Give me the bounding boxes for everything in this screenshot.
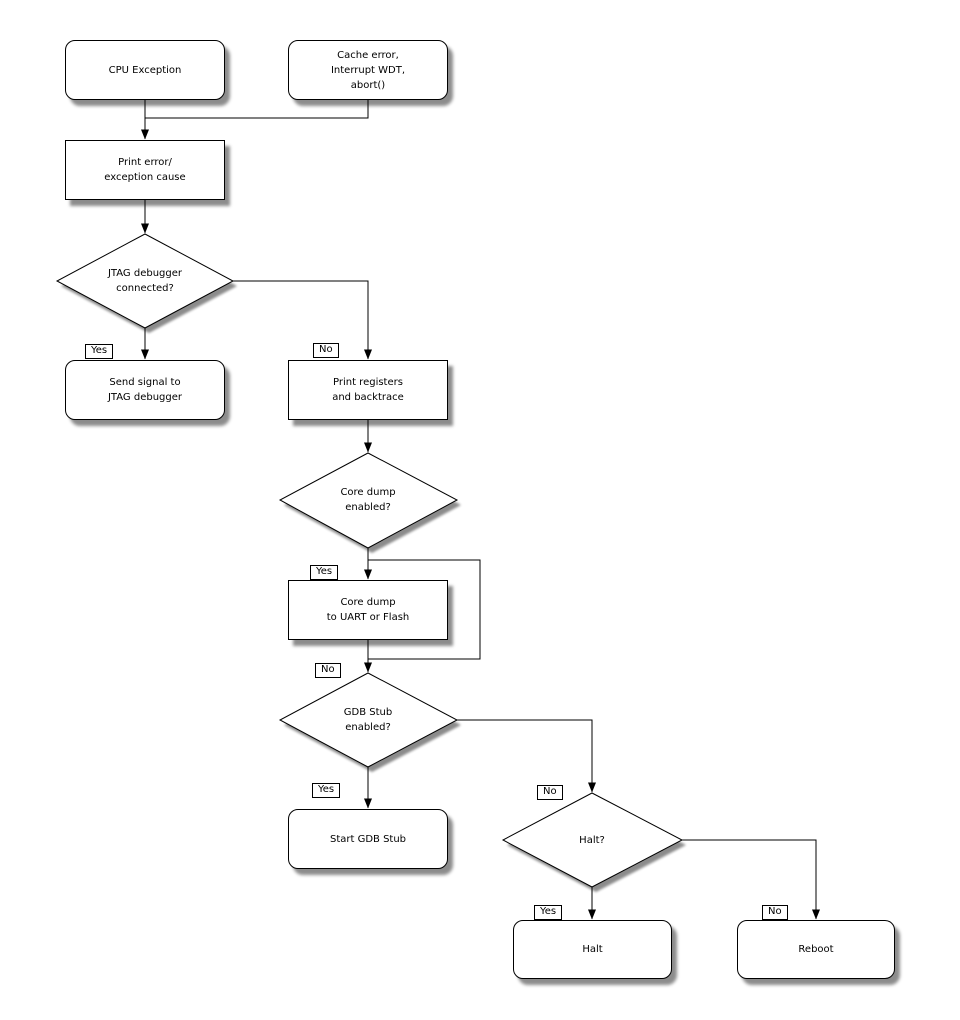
edge-gdb-no-to-halt-decision [457, 719, 596, 793]
edge-label-jtag-yes: Yes [85, 344, 114, 359]
node-print-registers-label: Print registers and backtrace [332, 377, 404, 403]
node-start-gdb-stub: Start GDB Stub [288, 809, 448, 869]
edge-label-gdb-yes: Yes [312, 783, 341, 798]
edge-label-gdb-no: No [537, 785, 563, 800]
edge-label-halt-no: No [762, 905, 788, 920]
node-halt: Halt [513, 920, 672, 979]
node-print-error-label: Print error/ exception cause [104, 157, 186, 183]
node-cache-error-label: Cache error, Interrupt WDT, abort() [330, 49, 406, 91]
node-cpu-exception: CPU Exception [65, 40, 225, 100]
decision-core-dump-enabled-shape [278, 452, 459, 549]
decision-gdb-stub-enabled-shape [278, 672, 459, 768]
node-print-error: Print error/ exception cause [65, 140, 225, 200]
node-halt-label: Halt [582, 944, 603, 955]
decision-jtag-connected-shape [55, 233, 235, 329]
node-reboot: Reboot [737, 920, 895, 979]
edge-jtag-no-to-print-registers [233, 280, 372, 360]
node-print-registers: Print registers and backtrace [288, 360, 448, 420]
node-cpu-exception-label: CPU Exception [108, 64, 182, 76]
node-send-signal: Send signal to JTAG debugger [65, 360, 225, 420]
edge-halt-no-to-reboot [682, 839, 820, 920]
edge-label-jtag-no: No [313, 343, 339, 358]
node-cache-error: Cache error, Interrupt WDT, abort() [288, 40, 448, 100]
edge-core-dump-no-bypass [368, 559, 481, 660]
edge-cache-error-merge [145, 100, 369, 119]
node-core-dump: Core dump to UART or Flash [288, 580, 448, 640]
node-start-gdb-stub-label: Start GDB Stub [329, 833, 407, 845]
edge-label-halt-yes: Yes [534, 905, 563, 920]
node-send-signal-label: Send signal to JTAG debugger [107, 377, 183, 403]
node-reboot-label: Reboot [798, 944, 834, 955]
edge-label-core-dump-no: No [315, 663, 341, 678]
node-core-dump-label: Core dump to UART or Flash [326, 597, 410, 623]
edge-label-core-dump-yes: Yes [310, 565, 339, 580]
decision-halt-shape [501, 792, 684, 888]
